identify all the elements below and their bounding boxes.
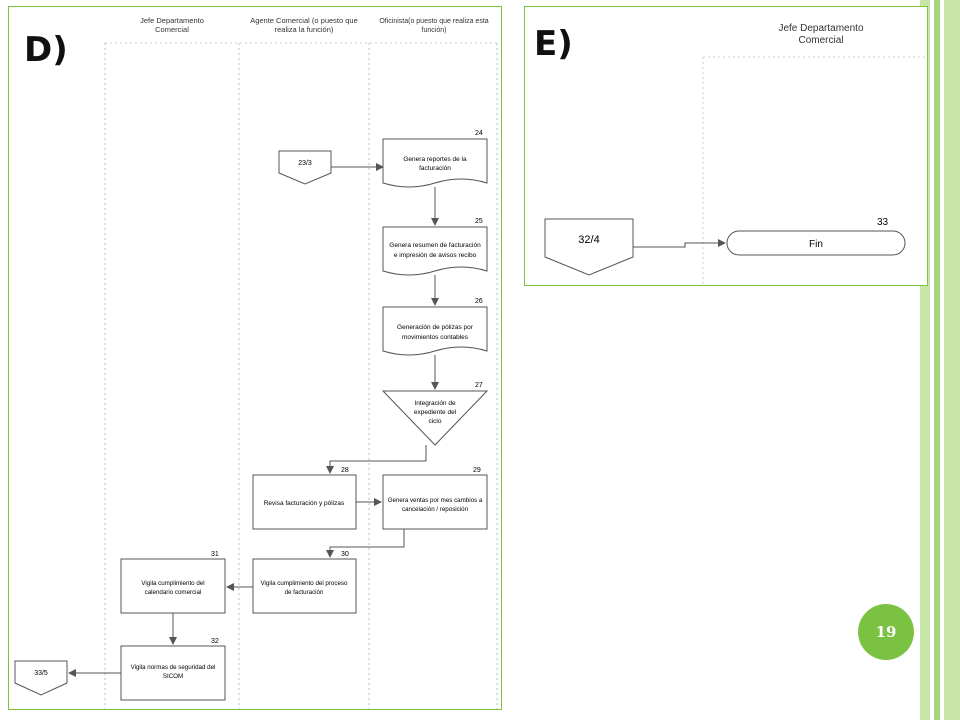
connector-label: 23/3 — [298, 160, 312, 167]
step-text: Generación de pólizas por — [397, 324, 474, 331]
step-text: Vigila normas de seguridad del — [131, 664, 216, 671]
step-text: expediente del — [414, 409, 457, 416]
accent-band-mid — [934, 0, 940, 720]
step-text: Genera ventas por mes cambios a — [388, 497, 483, 504]
end-label: Fin — [809, 239, 823, 250]
step-text: SICOM — [163, 673, 183, 680]
panel-e-diagram: Jefe Departamento Comercial 32/4 33 Fin — [544, 23, 925, 285]
step-28-process — [252, 474, 357, 530]
step-number: 31 — [211, 551, 219, 558]
step-number: 29 — [473, 467, 481, 474]
step-text: calendario comercial — [145, 589, 202, 596]
step-text: Integración de — [414, 400, 456, 407]
step-30-process — [252, 558, 357, 614]
flow-arrow — [326, 529, 405, 558]
accent-band-left — [920, 0, 930, 720]
step-27-archive — [381, 390, 489, 446]
lane-header: Comercial — [155, 25, 189, 34]
step-text: de facturación — [285, 589, 324, 596]
step-number: 32 — [211, 638, 219, 645]
step-number: 30 — [341, 551, 349, 558]
panel-d-frame: Jefe Departamento Comercial Agente Comer… — [8, 6, 502, 710]
lane-header: Jefe Departamento — [778, 23, 863, 34]
step-text: facturación — [419, 165, 451, 172]
lane-header: realiza la función) — [275, 25, 334, 34]
step-text: cancelación / reposición — [402, 506, 469, 513]
step-24-document — [382, 138, 488, 188]
connector-label: 32/4 — [578, 234, 599, 246]
step-text: ciclo — [428, 418, 441, 425]
step-29-process — [382, 474, 488, 530]
step-number: 33 — [877, 217, 889, 228]
connector-label: 33/5 — [34, 670, 48, 677]
step-number: 24 — [475, 130, 483, 137]
panel-e-frame: Jefe Departamento Comercial 32/4 33 Fin — [524, 6, 928, 286]
offpage-connector-out — [14, 660, 68, 696]
step-number: 28 — [341, 467, 349, 474]
step-text: Revisa facturación y pólizas — [264, 500, 345, 507]
step-25-document — [382, 226, 488, 276]
step-text: movimientos contables — [402, 334, 469, 341]
panel-d-label: D) — [24, 30, 68, 70]
panel-d-diagram: Jefe Departamento Comercial Agente Comer… — [14, 16, 498, 709]
lane-header: función) — [422, 27, 447, 34]
offpage-connector-in — [278, 150, 332, 185]
flow-arrow — [326, 445, 427, 474]
step-number: 25 — [475, 218, 483, 225]
step-text: e impresión de avisos recibo — [394, 252, 477, 259]
step-text: Vigila cumplimiento del proceso — [261, 580, 348, 587]
lane-header: Comercial — [798, 35, 843, 46]
panel-e-label: E) — [534, 24, 573, 64]
step-31-process — [120, 558, 226, 614]
step-number: 26 — [475, 298, 483, 305]
offpage-connector-in — [544, 218, 634, 276]
step-text: Vigila cumplimiento del — [141, 580, 204, 587]
step-number: 27 — [475, 382, 483, 389]
step-text: Genera reportes de la — [403, 156, 467, 163]
end-terminator — [726, 230, 906, 256]
lane-header: Agente Comercial (o puesto que — [250, 16, 358, 25]
step-32-process — [120, 645, 226, 701]
step-26-document — [382, 306, 488, 356]
lane-header: Jefe Departamento — [140, 16, 204, 25]
lane-header: Oficinista(o puesto que realiza esta — [379, 18, 488, 25]
page-number-badge: 19 — [858, 604, 914, 660]
step-text: Genera resumen de facturación — [389, 242, 481, 249]
accent-band-right — [944, 0, 960, 720]
flow-arrow — [633, 239, 726, 248]
